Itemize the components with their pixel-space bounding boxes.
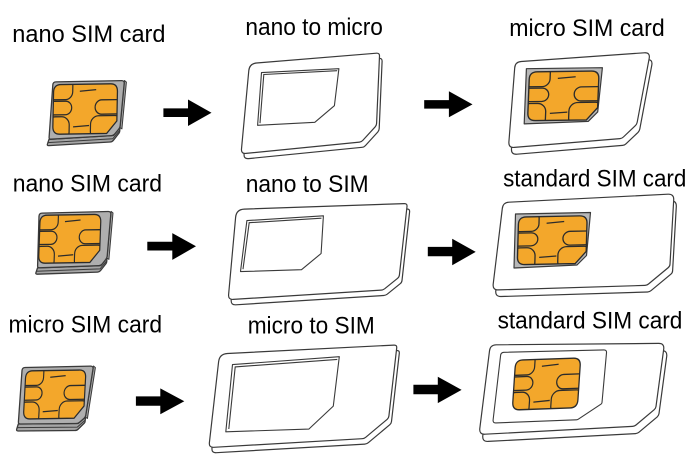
svg-text:nano to SIM: nano to SIM (246, 171, 369, 198)
svg-text:micro to SIM: micro to SIM (248, 313, 375, 340)
svg-text:standard SIM card: standard SIM card (503, 166, 686, 193)
svg-text:nano SIM card: nano SIM card (13, 170, 162, 197)
svg-text:micro SIM card: micro SIM card (509, 15, 665, 42)
svg-text:micro SIM card: micro SIM card (9, 311, 163, 338)
svg-text:nano to micro: nano to micro (245, 14, 383, 41)
svg-text:nano SIM card: nano SIM card (12, 21, 165, 48)
svg-text:standard SIM card: standard SIM card (498, 308, 683, 335)
